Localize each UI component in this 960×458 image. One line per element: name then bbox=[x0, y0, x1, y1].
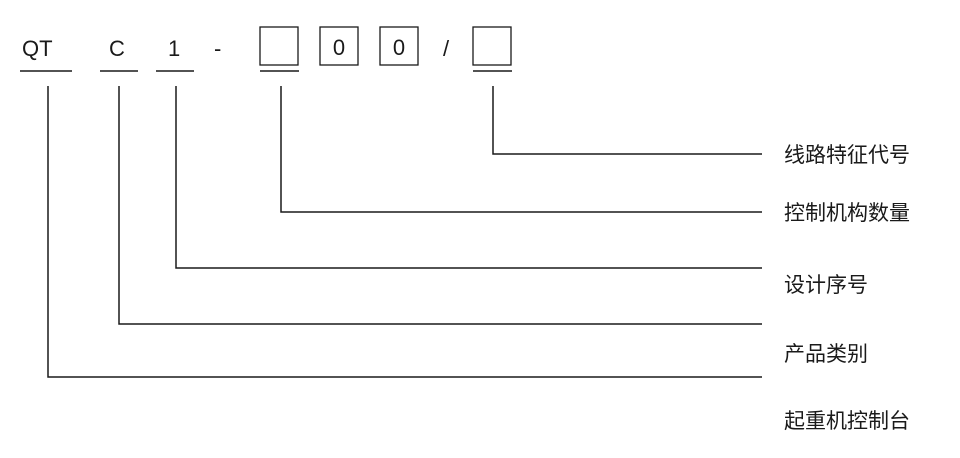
leader-design-serial bbox=[175, 86, 762, 269]
code-digit-2: 0 bbox=[393, 35, 405, 60]
code-prefix: QT bbox=[22, 36, 53, 61]
leader-mechanism-count bbox=[280, 86, 762, 213]
leader-crane-console bbox=[47, 86, 762, 378]
code-digit-1: 0 bbox=[333, 35, 345, 60]
code-dash: - bbox=[214, 36, 221, 61]
code-slot-b-box bbox=[472, 26, 512, 66]
label-design-serial: 设计序号 bbox=[784, 273, 868, 297]
leader-product-category bbox=[118, 86, 762, 325]
label-line-feature-code: 线路特征代号 bbox=[784, 143, 910, 167]
code-digit-2-box bbox=[379, 26, 419, 66]
label-mechanism-count: 控制机构数量 bbox=[784, 201, 910, 225]
code-serial: 1 bbox=[168, 36, 180, 61]
code-slash: / bbox=[443, 36, 450, 61]
code-category: C bbox=[109, 36, 125, 61]
label-crane-console: 起重机控制台 bbox=[784, 409, 910, 433]
leader-line-feature-code bbox=[492, 86, 762, 155]
code-digit-1-box bbox=[319, 26, 359, 66]
label-product-category: 产品类别 bbox=[784, 342, 868, 366]
code-slot-a-box bbox=[259, 26, 299, 66]
